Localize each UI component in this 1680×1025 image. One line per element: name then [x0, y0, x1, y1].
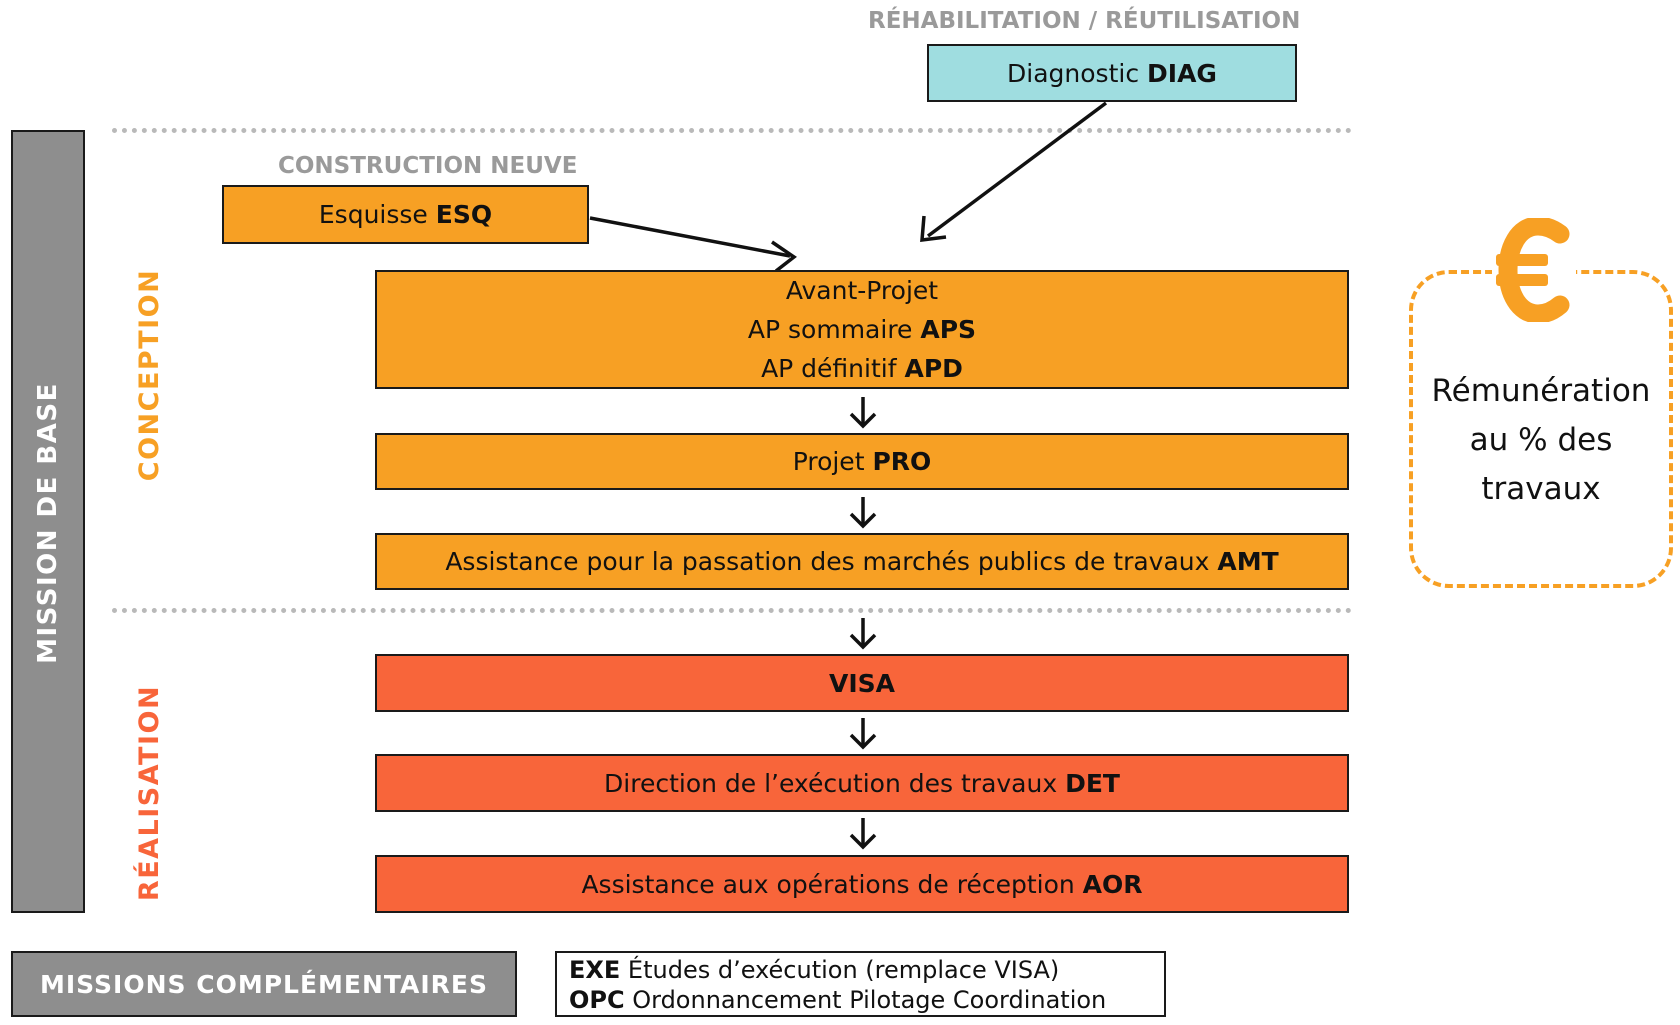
- euro-icon: [1496, 218, 1570, 322]
- diag-text: Diagnostic: [1007, 58, 1148, 88]
- avant-projet-box: Avant-Projet AP sommaire APS AP définiti…: [375, 270, 1349, 389]
- esq-text: Esquisse: [318, 200, 436, 229]
- arrow-down-5: [849, 818, 877, 850]
- arrow-esq-to-avant-projet: [589, 216, 797, 273]
- opc-line: OPC Ordonnancement Pilotage Coordination: [569, 986, 1107, 1014]
- aor-code: AOR: [1082, 869, 1143, 899]
- remuneration-line1: Rémunération: [1431, 373, 1651, 409]
- arrow-diag-to-avant-projet: [920, 101, 1108, 243]
- construction-neuve-label: CONSTRUCTION NEUVE: [278, 153, 578, 179]
- separator-middle: [112, 608, 1352, 613]
- aps-line: AP sommaire APS: [747, 315, 977, 344]
- mission-de-base-bar: [11, 130, 85, 913]
- rehabilitation-label: RÉHABILITATION / RÉUTILISATION: [868, 8, 1301, 34]
- apd-line: AP définitif APD: [761, 354, 963, 383]
- remuneration-line2: au % des: [1469, 422, 1613, 458]
- amt-text: Assistance pour la passation des marchés…: [445, 547, 1218, 576]
- arrow-down-2: [849, 497, 877, 529]
- missions-complementaires-box: MISSIONS COMPLÉMENTAIRES: [11, 951, 517, 1017]
- exe-line: EXE Études d’exécution (remplace VISA): [569, 956, 1060, 984]
- arrow-down-1: [849, 397, 877, 429]
- aor-box: Assistance aux opérations de réception A…: [375, 855, 1349, 913]
- det-code: DET: [1065, 768, 1120, 798]
- remuneration-text: Rémunération au % des travaux: [1409, 367, 1673, 514]
- pro-box: Projet PRO: [375, 433, 1349, 490]
- esq-code: ESQ: [435, 200, 493, 229]
- remuneration-box: [1409, 270, 1673, 588]
- complementaires-list: EXE Études d’exécution (remplace VISA) O…: [555, 951, 1166, 1017]
- remuneration-line3: travaux: [1481, 471, 1601, 507]
- det-text: Direction de l’exécution des travaux: [604, 768, 1066, 798]
- visa-code: VISA: [828, 668, 895, 698]
- diag-box: Diagnostic DIAG: [927, 44, 1297, 102]
- esq-box: Esquisse ESQ: [222, 185, 589, 244]
- diag-code: DIAG: [1147, 58, 1217, 88]
- avant-projet-title: Avant-Projet: [785, 276, 939, 305]
- visa-box: VISA: [375, 654, 1349, 712]
- aor-text: Assistance aux opérations de réception: [581, 869, 1083, 899]
- pro-code: PRO: [872, 447, 932, 476]
- missions-complementaires-title: MISSIONS COMPLÉMENTAIRES: [39, 969, 489, 999]
- pro-text: Projet: [792, 447, 873, 476]
- amt-box: Assistance pour la passation des marchés…: [375, 533, 1349, 590]
- separator-top: [112, 128, 1352, 133]
- amt-code: AMT: [1217, 547, 1279, 576]
- det-box: Direction de l’exécution des travaux DET: [375, 754, 1349, 812]
- arrow-down-4: [849, 718, 877, 750]
- arrow-down-3: [849, 618, 877, 650]
